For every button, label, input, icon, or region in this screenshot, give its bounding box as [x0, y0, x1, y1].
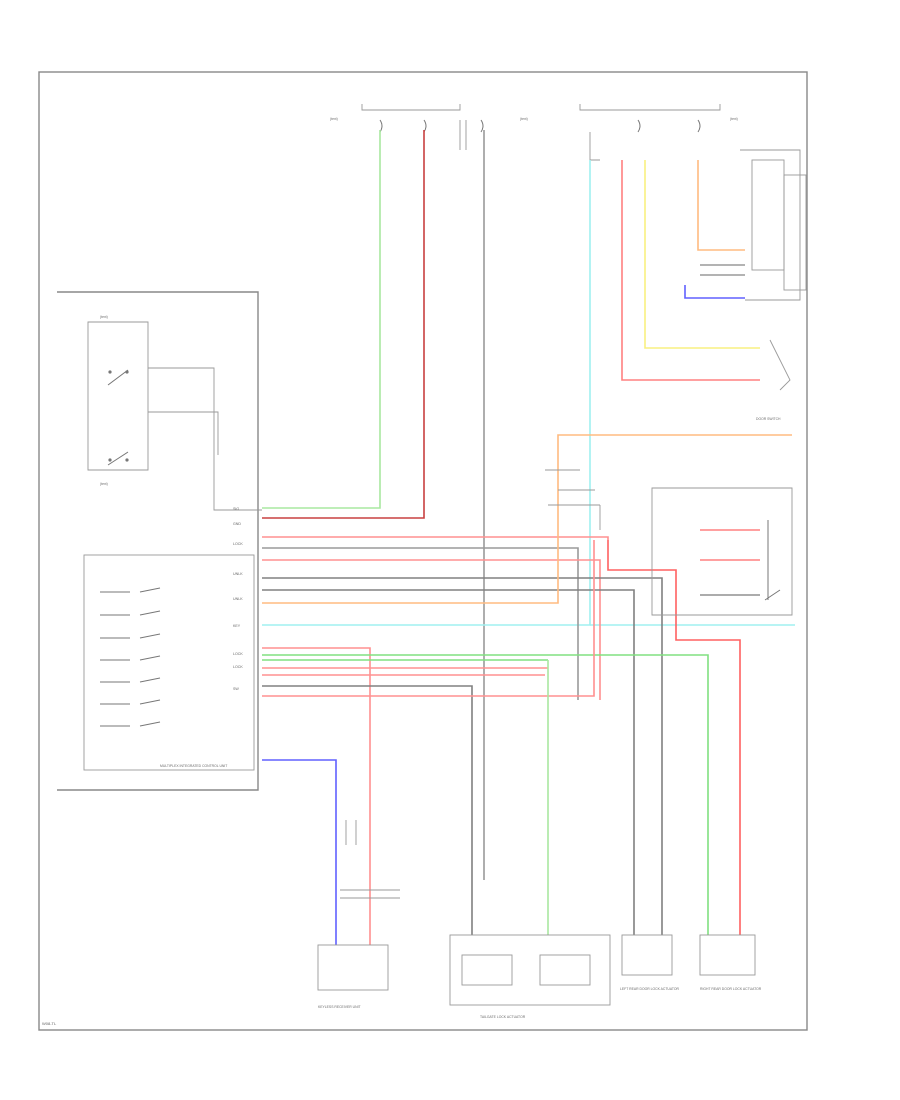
svg-text:(text): (text) — [730, 117, 738, 121]
figure-id: W08-TL — [42, 1021, 57, 1026]
svg-text:(text): (text) — [330, 117, 338, 121]
top-wires — [262, 130, 795, 880]
svg-text:SIG: SIG — [233, 507, 239, 511]
svg-text:(text): (text) — [520, 117, 528, 121]
svg-text:(text): (text) — [100, 315, 108, 319]
multiplex-unit-label: MULTIPLEX INTEGRATED CONTROL UNIT — [160, 764, 227, 768]
rear-left-actuator-label: LEFT REAR DOOR LOCK ACTUATOR — [620, 987, 680, 991]
svg-text:UNLK: UNLK — [233, 597, 243, 601]
right-relay-section: DOOR SWITCH — [651, 339, 793, 616]
door-switch-label: DOOR SWITCH — [756, 417, 781, 421]
diagram-frame — [38, 71, 808, 1031]
multiplex-unit-body — [83, 554, 255, 771]
svg-text:SW: SW — [233, 687, 239, 691]
unit-pin-labels: SIG GND LOCK UNLK UNLK KEY LOCK LOCK SW — [233, 507, 243, 691]
bottom-actuators: TAILGATE LOCK ACTUATOR LEFT REAR DOOR LO… — [449, 934, 762, 1019]
multiplex-control-unit: MULTIPLEX INTEGRATED CONTROL UNIT SIG GN… — [83, 507, 255, 771]
svg-text:LOCK: LOCK — [233, 665, 243, 669]
top-fuse-section: (text) (text) (text) — [330, 104, 807, 301]
svg-text:(text): (text) — [100, 482, 108, 486]
svg-text:GND: GND — [233, 522, 241, 526]
bottom-left-connector-label: KEYLESS RECEIVER UNIT — [318, 1005, 361, 1009]
svg-text:LOCK: LOCK — [233, 652, 243, 656]
bottom-left-wires: KEYLESS RECEIVER UNIT — [262, 759, 400, 1009]
rear-right-actuator-label: RIGHT REAR DOOR LOCK ACTUATOR — [700, 987, 762, 991]
svg-text:UNLK: UNLK — [233, 572, 243, 576]
svg-text:KEY: KEY — [233, 624, 241, 628]
tailgate-actuator-label: TAILGATE LOCK ACTUATOR — [480, 1015, 526, 1019]
unit-output-wires — [262, 434, 792, 945]
mid-junction — [545, 469, 601, 530]
svg-text:LOCK: LOCK — [233, 542, 243, 546]
left-switch-section: (text) (text) — [57, 291, 262, 791]
